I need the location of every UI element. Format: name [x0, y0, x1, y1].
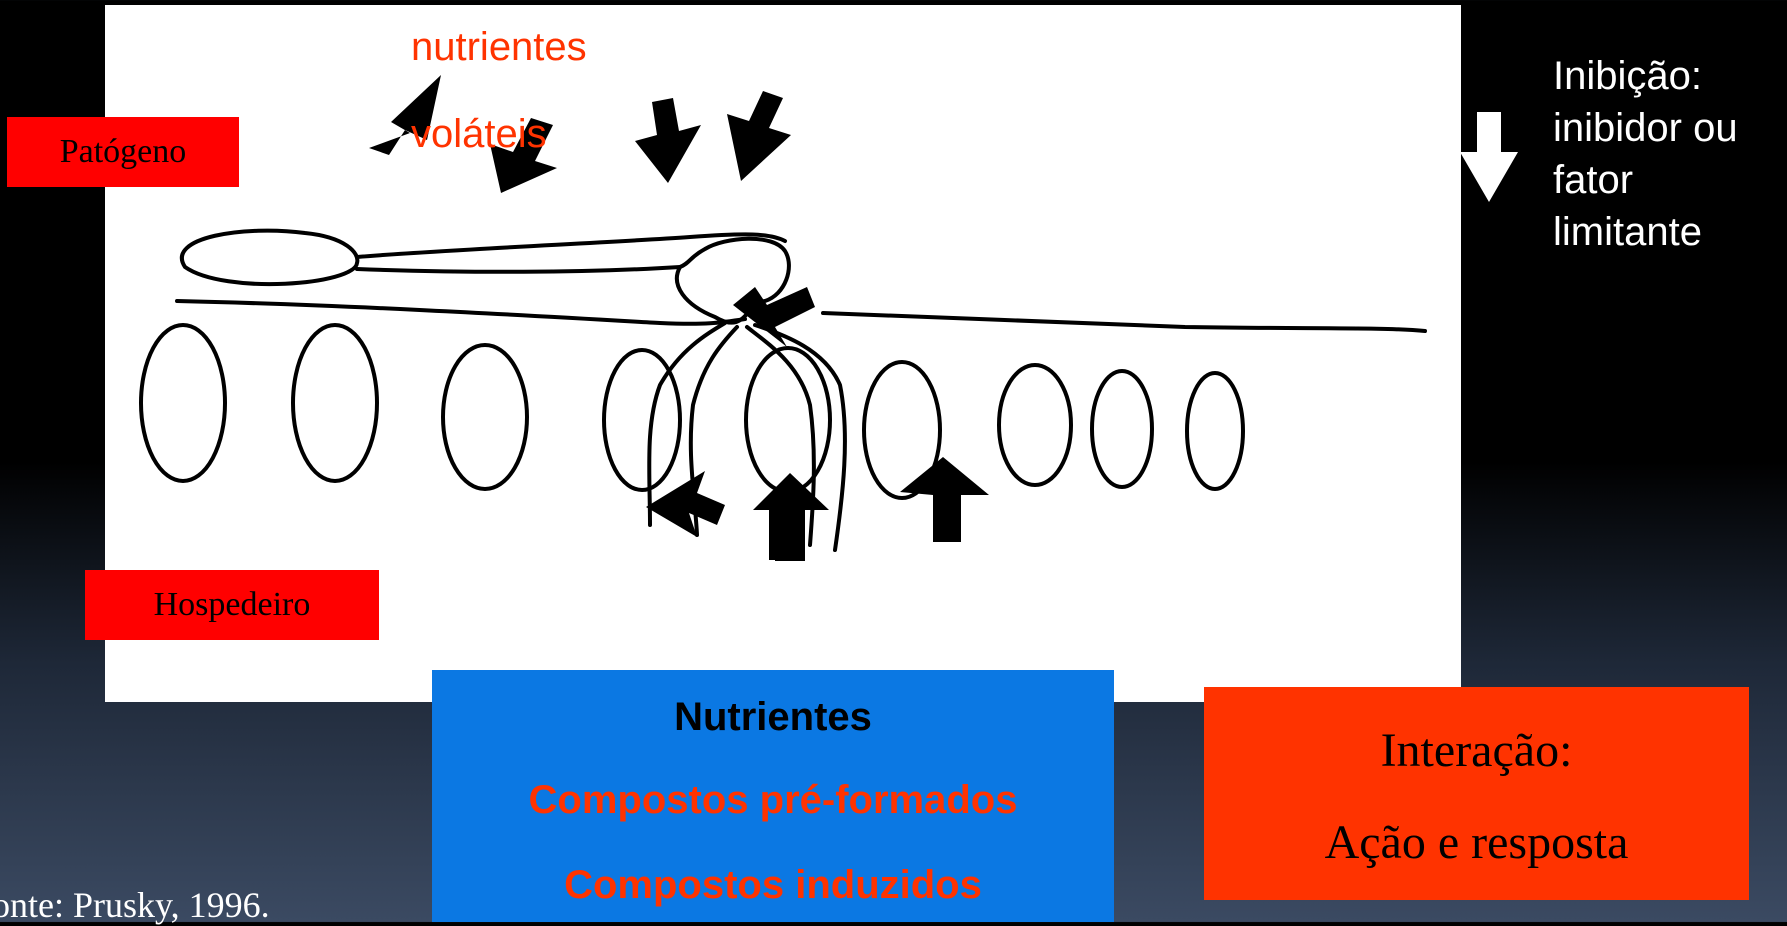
arrow-up [753, 473, 829, 561]
source-citation: onte: Prusky, 1996. [0, 885, 270, 925]
inhibition-line: inibidor ou [1553, 106, 1738, 150]
germ-tube-upper [355, 232, 787, 259]
spore [180, 228, 360, 287]
inhibition-line: limitante [1553, 210, 1702, 254]
host-cell [1185, 371, 1245, 491]
host-surface-left [175, 299, 747, 326]
interaction-title: Interação: [1380, 724, 1573, 777]
host-factors-nutrients: Nutrientes [674, 695, 872, 739]
interaction-subtitle: Ação e resposta [1324, 816, 1629, 869]
arrow-appressorium [733, 287, 815, 347]
pathogen-label: Patógeno [7, 117, 239, 187]
interaction-box: Interação: Ação e resposta [1204, 687, 1749, 900]
host-factors-preformed: Compostos pré-formados [528, 778, 1018, 822]
hypha-left [647, 321, 727, 527]
host-cell [139, 323, 227, 483]
inhibition-line: Inibição: [1553, 54, 1702, 98]
host-cell [602, 348, 682, 492]
host-cell [1090, 369, 1154, 489]
host-label: Hospedeiro [85, 570, 379, 640]
inhibition-line: fator [1553, 158, 1634, 202]
arrow-up [900, 457, 989, 542]
host-surface-right [821, 311, 1427, 333]
hypha-right [753, 323, 847, 552]
infection-diagram [139, 75, 1427, 561]
appressorium [674, 236, 791, 325]
arrow-down [490, 118, 557, 193]
arrow-down [369, 75, 441, 155]
volatiles-label: voláteis [411, 112, 547, 156]
germ-tube-lower [355, 265, 682, 274]
inhibition-text: Inibição: inibidor ou fator limitante [1553, 50, 1738, 258]
arrow-up [646, 471, 725, 537]
host-factors-induced: Compostos induzidos [564, 863, 982, 907]
inhibition-arrow-icon [1460, 112, 1518, 202]
host-cell [441, 343, 529, 491]
arrow-down [635, 98, 701, 183]
host-cell [997, 363, 1073, 487]
arrow-down [727, 91, 791, 181]
host-cell [862, 360, 942, 500]
host-cell [744, 346, 832, 494]
host-cell [291, 323, 379, 483]
host-factors-box: Nutrientes Compostos pré-formados Compos… [432, 670, 1114, 922]
nutrients-label: nutrientes [411, 25, 587, 69]
